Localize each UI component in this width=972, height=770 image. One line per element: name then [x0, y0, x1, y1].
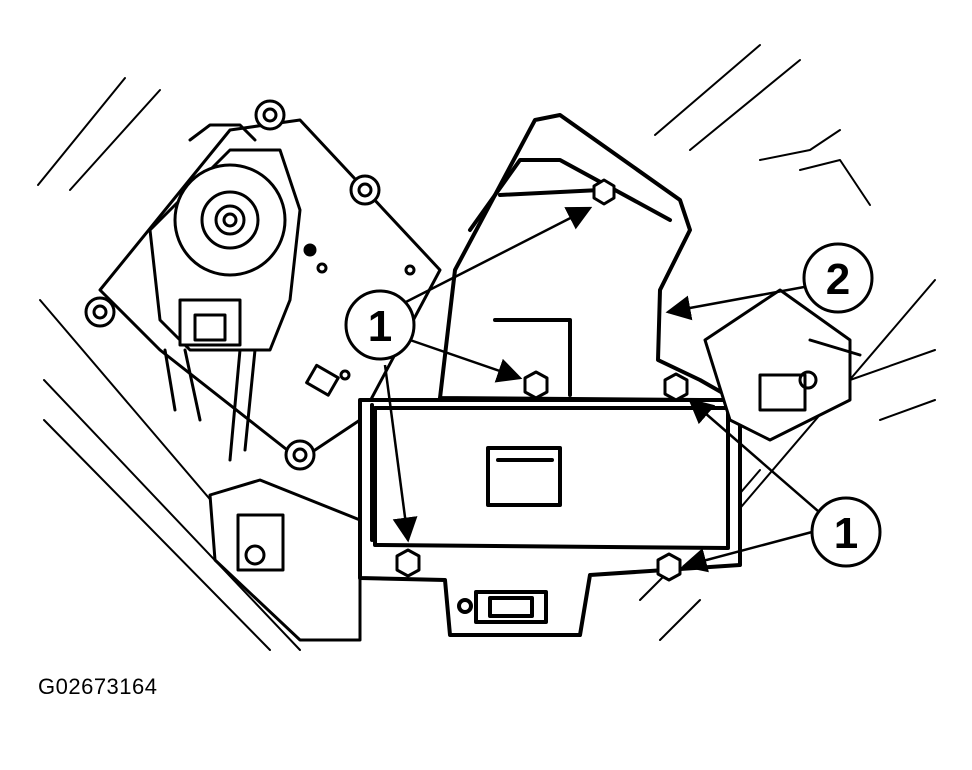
lower-left-bracket — [208, 478, 362, 642]
leader-arrow — [399, 206, 593, 307]
actuator-motor — [98, 118, 442, 462]
bolt-icon — [284, 439, 316, 471]
svg-text:2: 2 — [826, 255, 850, 304]
figure-code-label: G02673164 — [38, 674, 158, 699]
callout-1-right: 1 — [810, 496, 882, 568]
actuator-bolts — [84, 99, 416, 471]
bolt-icon — [254, 99, 286, 131]
callout-2: 2 — [802, 242, 874, 314]
hex-nut-icon — [523, 370, 549, 400]
hex-nut-icon — [395, 548, 421, 578]
leader-lines — [383, 206, 827, 573]
right-structure — [703, 288, 862, 442]
hex-nut-icon — [656, 552, 682, 582]
leader-arrow — [688, 398, 827, 519]
hex-nut-icon — [592, 178, 616, 206]
svg-text:1: 1 — [368, 302, 392, 351]
hex-nut-icon — [663, 372, 689, 402]
leader-arrow — [681, 530, 813, 573]
bolt-icon — [84, 296, 116, 328]
leader-arrow — [383, 364, 418, 543]
module-fasteners — [395, 178, 689, 582]
leader-arrow — [409, 338, 523, 383]
module-bracket — [438, 113, 737, 422]
bolt-icon — [349, 174, 381, 206]
leader-arrow — [665, 283, 816, 321]
svg-text:1: 1 — [834, 509, 858, 558]
control-module — [358, 398, 742, 637]
callout-1-left: 1 — [344, 289, 416, 361]
